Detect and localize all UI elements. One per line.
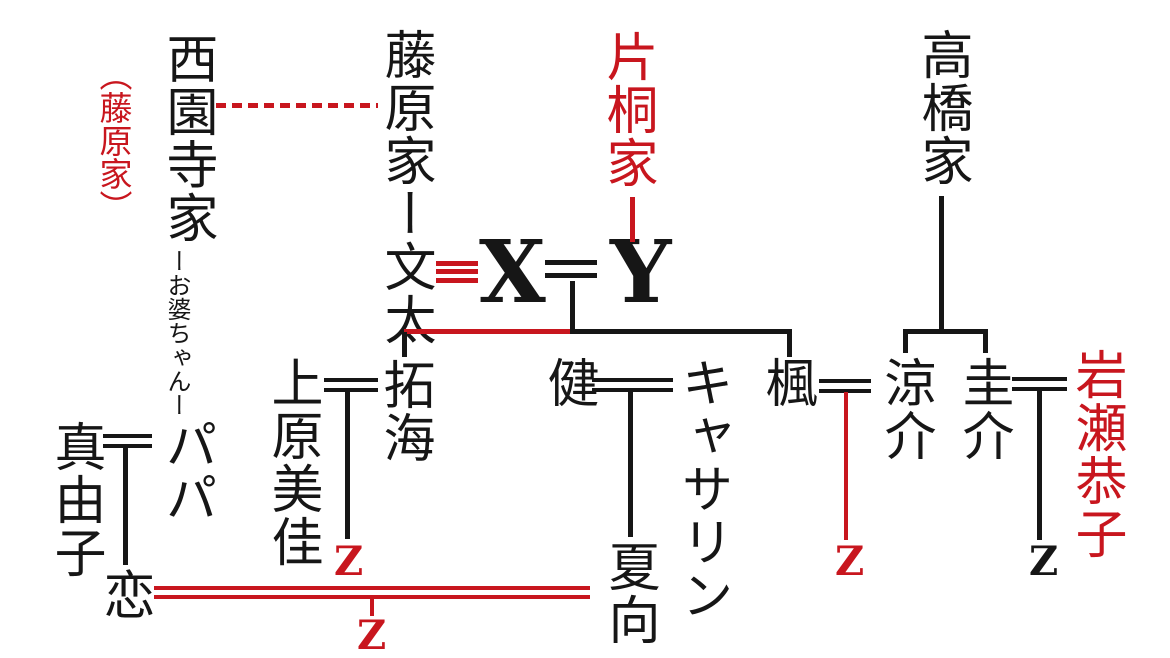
kaede-descent-tick <box>787 332 792 357</box>
kaede-ryosuke-descent-line <box>844 392 848 540</box>
family-takahashi-label: 高橋家 <box>912 28 972 187</box>
person-ren-label: 恋 <box>94 568 154 621</box>
person-x-label: X <box>479 222 546 323</box>
person-papa-label: パパ <box>156 418 216 524</box>
person-uehara-mika-label: 上原美佳 <box>262 356 322 568</box>
takahashi-bracket-left-tick <box>903 331 908 353</box>
takahashi-bracket-bar <box>903 329 988 334</box>
person-kaede-label: 楓 <box>756 356 816 409</box>
person-iwase-kyoko-label: 岩瀬恭子 <box>1066 348 1126 560</box>
sibling-bar-red <box>404 329 572 334</box>
family-saionji-label: 西園寺家 <box>157 32 217 244</box>
person-ryosuke-label: 涼介 <box>875 356 935 462</box>
person-y-label: Y <box>610 222 672 323</box>
ren-natsuhi-relationship-line <box>154 586 590 599</box>
mika-takumi-marriage-line <box>324 378 378 392</box>
grandma-label: ーお婆ちゃんー <box>163 249 191 417</box>
z-mark-ren-natsuhi-child: Z <box>357 612 387 658</box>
person-keisuke-label: 圭介 <box>953 356 1013 462</box>
saionji-note-label: （藤原家） <box>94 58 133 223</box>
person-natsuhi-label: 夏向 <box>599 540 659 646</box>
family-katagiri-label: 片桐家 <box>597 30 657 189</box>
z-mark-keisuke-child: Z <box>1029 538 1059 585</box>
saionji-fujiwara-dashed-line <box>216 103 378 108</box>
ken-catherine-marriage-line <box>592 378 673 392</box>
takahashi-bracket-right-tick <box>983 331 988 353</box>
bunta-x-triple-line <box>436 261 478 283</box>
xy-descent-line <box>570 281 575 334</box>
person-ken-label: 健 <box>538 356 598 409</box>
family-fujiwara-bunta-label: 藤原家ー文太 <box>375 28 435 346</box>
katagiri-y-line <box>630 197 635 242</box>
x-y-marriage-line <box>545 260 597 278</box>
ken-catherine-descent-line <box>628 391 633 537</box>
keisuke-kyoko-marriage-line <box>1012 377 1067 391</box>
takahashi-stem-line <box>939 196 944 332</box>
z-mark-takumi-child: Z <box>334 538 364 585</box>
person-catherine-label: キャサリン <box>672 356 732 621</box>
sibling-bar-black <box>570 329 792 334</box>
person-takumi-label: 拓海 <box>374 358 434 464</box>
kaede-ryosuke-marriage-line <box>819 379 871 393</box>
person-mayuko-label: 真由子 <box>45 420 105 579</box>
ren-natsuhi-descent-tick <box>370 598 374 616</box>
papa-ren-descent-line <box>123 447 128 565</box>
takumi-descent-tick <box>402 332 407 357</box>
z-mark-kaede-child: Z <box>835 538 865 585</box>
keisuke-kyoko-descent-line <box>1037 390 1042 540</box>
mayuko-papa-marriage-line <box>103 434 152 448</box>
mika-takumi-descent-line <box>345 391 350 539</box>
